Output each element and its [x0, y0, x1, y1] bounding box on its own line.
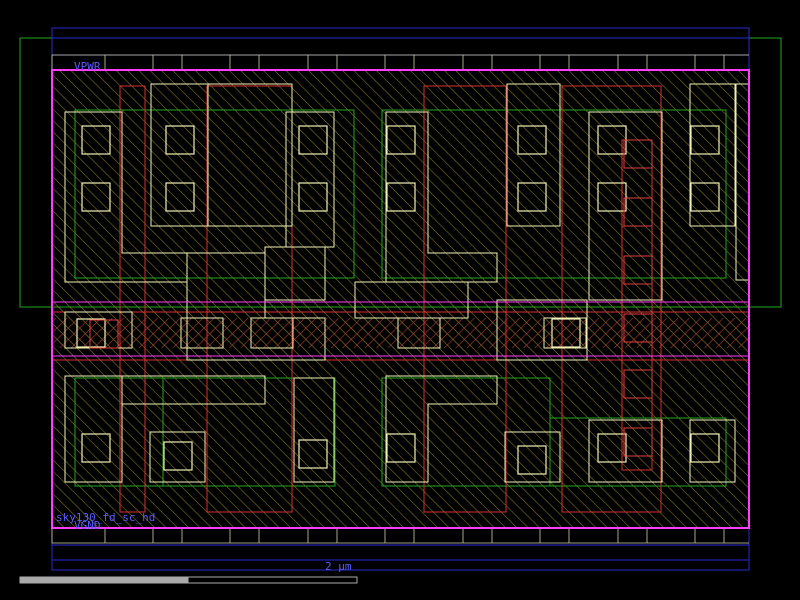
- li1-area-bottom: [52, 356, 749, 528]
- licon-layer: [76, 125, 720, 475]
- mcon-layer: [89, 139, 653, 457]
- scale-label: 2 µm: [325, 560, 352, 573]
- vgnd-label: VGND: [74, 519, 101, 532]
- li1-area-top: [52, 70, 749, 302]
- scale-bar-fill: [20, 577, 189, 583]
- poly-band-overlay: [52, 318, 749, 348]
- cell-name-label: sky130_fd_sc_hd: [56, 511, 155, 524]
- rail-contacts: [51, 54, 749, 544]
- cell-boundary: [51, 69, 750, 529]
- vpwr-label: VPWR: [74, 60, 101, 73]
